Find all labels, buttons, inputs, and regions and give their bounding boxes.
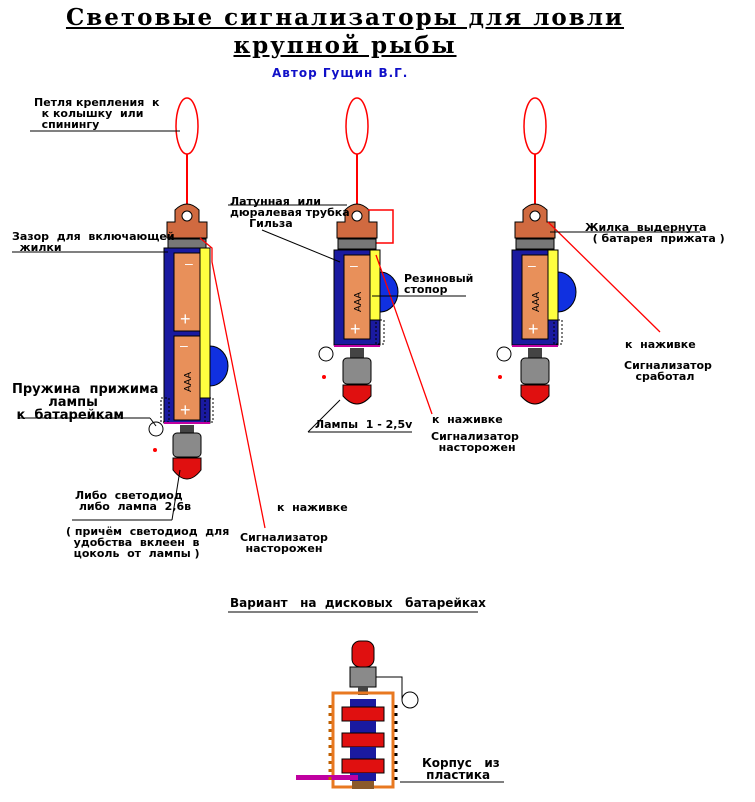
led-note: ( причём светодиод для удобства вклеен в… xyxy=(66,525,230,560)
disc-bulb xyxy=(351,640,375,668)
lamp-bulb-1 xyxy=(172,457,202,480)
wire-2 xyxy=(375,254,433,415)
plus-1: + xyxy=(180,309,191,329)
triggered-label: Сигнализатор сработал xyxy=(624,359,712,383)
armed-label-1: Сигнализатор насторожен xyxy=(240,531,328,555)
line-pulled-label: Жилка выдернута ( батарея прижата ) xyxy=(585,221,725,245)
disc-wire xyxy=(376,676,403,700)
disc-battery-1 xyxy=(341,706,385,722)
lamp-base-3 xyxy=(520,357,550,385)
wire-loop-1 xyxy=(148,421,164,437)
loop-1 xyxy=(175,97,199,155)
disc-bottom-cap xyxy=(352,781,374,789)
aaa-3: AAA xyxy=(531,292,542,312)
plus-1b: + xyxy=(180,400,191,420)
leader-lines xyxy=(12,130,700,521)
device-3: – + AAA xyxy=(496,97,661,405)
device-2: – + AAA xyxy=(318,97,433,415)
wire-3 xyxy=(547,221,661,333)
lamp-neck-1 xyxy=(180,425,194,433)
loop-label: Петля крепления к к колышку или спинингу xyxy=(34,96,160,131)
battery-3 xyxy=(521,254,549,340)
disc-variant-label: Вариант на дисковых батарейках xyxy=(230,596,486,610)
housing-label: Корпус из пластика xyxy=(422,756,500,782)
bait-label-3: к наживке xyxy=(625,338,696,351)
battery-1a xyxy=(173,252,201,332)
tube-label: Латунная или дюралевая трубка Гильза xyxy=(230,195,350,230)
disc-battery-2 xyxy=(341,732,385,748)
disc-spacer-2 xyxy=(350,747,376,759)
minus-1b: – xyxy=(180,337,188,353)
disc-lamp-base xyxy=(349,666,377,688)
wire-loop-2 xyxy=(318,346,334,362)
disc-magenta-bar xyxy=(296,775,358,780)
title-line-2: крупной рыбы xyxy=(233,32,457,59)
lamp-bulb-2 xyxy=(342,384,372,405)
armed-label-2: Сигнализатор насторожен xyxy=(431,430,519,454)
lamp-label: Лампы 1 - 2,5v xyxy=(315,418,413,431)
wire-1 xyxy=(199,237,266,529)
gap-label: Зазор для включающей жилки xyxy=(12,230,175,254)
cap-hole-3 xyxy=(529,210,541,222)
minus-3: – xyxy=(528,257,536,273)
lamp-neck-2 xyxy=(350,348,364,358)
cap-hole-2 xyxy=(351,210,363,222)
rubber-stop-label: Резиновый стопор xyxy=(404,272,474,296)
battery-2 xyxy=(343,254,371,340)
disc-spacer-1 xyxy=(350,721,376,733)
stopper-1 xyxy=(209,345,229,387)
disc-top-plate xyxy=(350,699,376,707)
spring-3 xyxy=(553,319,563,345)
minus-2: – xyxy=(350,257,358,273)
device-1: – + – + AAA xyxy=(148,97,266,529)
plus-2: + xyxy=(350,319,361,339)
yellow-strip-3 xyxy=(547,249,559,321)
disc-bottom-plate xyxy=(350,773,376,781)
led-label: Либо светодиод либо лампа 2,6в xyxy=(75,489,192,513)
author: Автор Гущин В.Г. xyxy=(272,66,409,80)
disc-battery-3 xyxy=(341,758,385,774)
loop-2 xyxy=(345,97,369,155)
disc-lamp-neck xyxy=(358,687,368,695)
cap-hole-1 xyxy=(181,210,193,222)
bait-label-1: к наживке xyxy=(277,501,348,514)
disc-wire-loop xyxy=(401,691,419,709)
lamp-base-2 xyxy=(342,357,372,385)
red-dots xyxy=(153,375,502,452)
bait-label-2: к наживке xyxy=(432,413,503,426)
stopper-3 xyxy=(557,271,577,313)
yellow-strip-1 xyxy=(199,247,211,399)
gap-plate-2 xyxy=(337,238,377,250)
plus-3: + xyxy=(528,319,539,339)
wire-loop-3 xyxy=(496,346,512,362)
lamp-bulb-3 xyxy=(520,384,550,405)
wire-hook-2 xyxy=(368,209,394,244)
spring-2 xyxy=(375,319,385,345)
aaa-1: AAA xyxy=(183,372,194,392)
loop-3 xyxy=(523,97,547,155)
disc-variant xyxy=(228,611,504,789)
lamp-neck-3 xyxy=(528,348,542,358)
battery-1b xyxy=(173,335,201,421)
lamp-base-1 xyxy=(172,432,202,458)
spring-label: Пружина прижима лампы к батарейкам xyxy=(12,382,159,423)
minus-1: – xyxy=(185,255,193,271)
title-line-1: Световые сигнализаторы для ловли xyxy=(65,4,625,31)
gap-plate-3 xyxy=(515,238,555,250)
aaa-2: AAA xyxy=(353,292,364,312)
